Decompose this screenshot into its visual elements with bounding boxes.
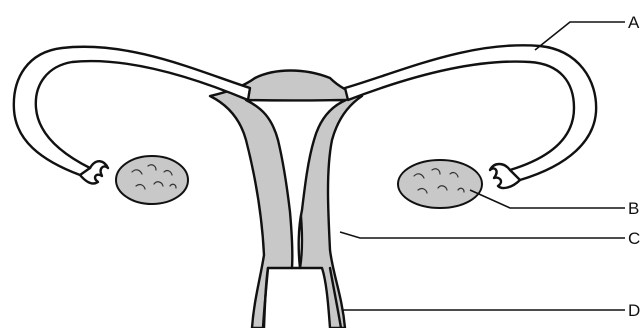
leader-line-c [340, 232, 625, 238]
label-a: A [628, 13, 640, 32]
label-d: D [628, 301, 640, 320]
left-fallopian-tube [14, 47, 250, 175]
right-fallopian-tube [345, 45, 596, 180]
right-ovary [398, 160, 482, 208]
label-c: C [628, 229, 640, 248]
left-ovary [116, 156, 188, 204]
leader-line-a [535, 22, 625, 50]
leader-line-b [470, 190, 625, 208]
label-b: B [628, 199, 639, 218]
